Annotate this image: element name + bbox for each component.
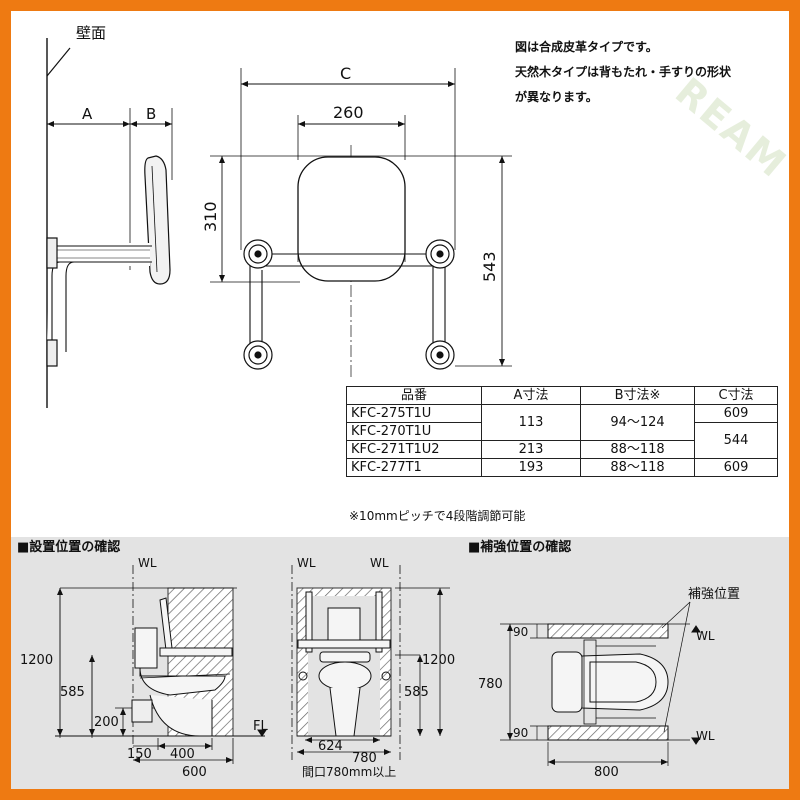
table-row: KFC-270T1U 544 [346, 422, 778, 459]
front-624-label: 624 [318, 739, 343, 754]
wall-leader [46, 47, 71, 77]
diagram-sheet: REAM [11, 11, 789, 789]
dim-b-label: B [146, 105, 156, 123]
table-row: KFC-275T1U 113 94～124 609 [346, 404, 778, 441]
cell-c: 544 [694, 422, 778, 459]
front-view-drawing [210, 68, 512, 380]
side-150-label: 150 [127, 747, 152, 762]
header-a: A寸法 [481, 386, 581, 405]
cell-c: 609 [694, 404, 778, 423]
cell-c: 609 [694, 458, 778, 477]
cell-a: 113 [481, 404, 581, 441]
reinforce-wl-bottom-label: WL [696, 729, 715, 743]
table-row: KFC-271T1U2 213 88～118 [346, 440, 778, 459]
dim-a-label: A [82, 105, 93, 123]
reinforce-800-label: 800 [594, 765, 619, 780]
front-585-label: 585 [404, 685, 429, 700]
front-1200-label: 1200 [422, 653, 455, 668]
side-600-label: 600 [182, 765, 207, 780]
reinforce-780-label: 780 [478, 677, 503, 692]
cell-a: 213 [481, 440, 581, 459]
reinforce-section-title: ■補強位置の確認 [468, 540, 572, 555]
side-200-label: 200 [94, 715, 119, 730]
wall-bracket-top [46, 237, 58, 269]
cell-code: KFC-270T1U [346, 422, 482, 441]
drawing-canvas: 壁面 A B [11, 24, 789, 789]
front-opening-label: 間口780mm以上 [302, 765, 396, 779]
side-wl-label: WL [138, 556, 157, 570]
front-780-label: 780 [352, 751, 377, 766]
cell-code: KFC-271T1U2 [346, 440, 482, 459]
wall-bracket-bottom [46, 339, 58, 367]
side-1200-label: 1200 [20, 653, 53, 668]
reinforce-90-top-label: 90 [513, 625, 528, 639]
dim-543-label: 543 [480, 251, 499, 282]
header-code: 品番 [346, 386, 482, 405]
spec-table: 品番 A寸法 B寸法※ C寸法 KFC-275T1U 113 94～124 60… [346, 386, 778, 477]
dim-260-label: 260 [333, 103, 364, 122]
side-view-drawing [46, 38, 173, 408]
header-b: B寸法※ [580, 386, 695, 405]
cell-a: 193 [481, 458, 581, 477]
cell-b: 94～124 [580, 404, 695, 441]
front-wl-left-label: WL [297, 556, 316, 570]
backrest-front [297, 156, 406, 282]
backrest-side [144, 155, 171, 285]
side-400-label: 400 [170, 747, 195, 762]
reinforce-wl-top-label: WL [696, 629, 715, 643]
wall-label: 壁面 [76, 24, 106, 42]
spec-table-header-row: 品番 A寸法 B寸法※ C寸法 [346, 386, 778, 405]
dim-c-label: C [340, 64, 351, 83]
reinforce-90-bottom-label: 90 [513, 726, 528, 740]
table-footnote: ※10mmピッチで4段階調節可能 [349, 509, 526, 523]
install-side-view [55, 565, 267, 764]
reinforce-plan-view [500, 601, 701, 766]
side-fl-label: FL [253, 719, 268, 734]
table-row: KFC-277T1 193 88～118 609 [346, 458, 778, 477]
install-front-view [291, 565, 450, 760]
dim-310-label: 310 [201, 201, 220, 232]
cell-b: 88～118 [580, 440, 695, 459]
install-section-title: ■設置位置の確認 [17, 540, 121, 555]
reinforce-position-label: 補強位置 [688, 587, 740, 602]
note-line-3: が異なります。 [515, 90, 598, 104]
side-585-label: 585 [60, 685, 85, 700]
cell-b: 88～118 [580, 458, 695, 477]
header-c: C寸法 [694, 386, 778, 405]
front-wl-right-label: WL [370, 556, 389, 570]
cell-code: KFC-275T1U [346, 404, 482, 423]
note-line-1: 図は合成皮革タイプです。 [515, 40, 658, 54]
note-line-2: 天然木タイプは背もたれ・手すりの形状 [515, 65, 732, 79]
cell-code: KFC-277T1 [346, 458, 482, 477]
